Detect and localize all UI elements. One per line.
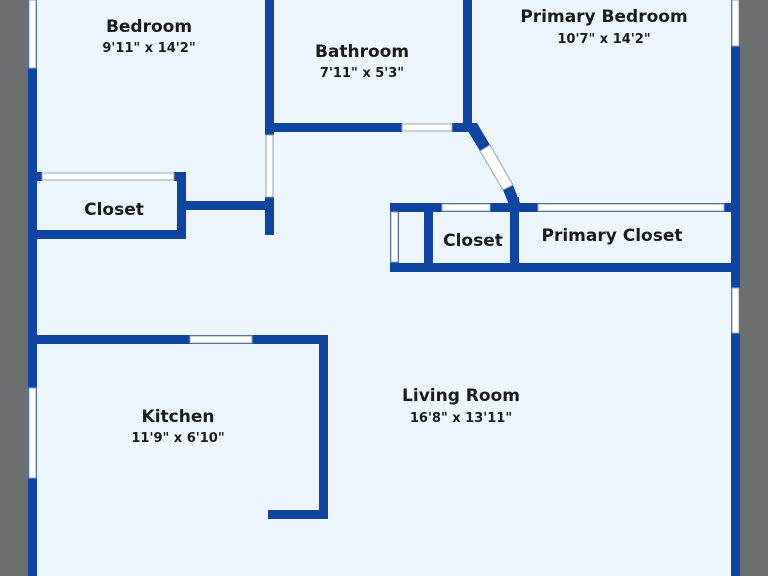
wall-bathroom-bottom-left xyxy=(265,123,402,132)
opening-kitchen-top xyxy=(189,335,253,344)
wall-bedroom-bathroom xyxy=(265,0,274,135)
kitchen-right-wall xyxy=(319,335,328,519)
wall-bathroom-primary xyxy=(463,0,472,132)
outer-wall-left xyxy=(28,0,37,576)
opening-primary-closet xyxy=(537,203,725,212)
opening-bedroom-side xyxy=(265,134,274,198)
closet-left-right-wall xyxy=(177,172,186,239)
kitchen-bottom-stub xyxy=(268,510,328,519)
closet-left-top-wall-left xyxy=(28,172,42,181)
opening-bathroom-bottom xyxy=(401,123,453,132)
room-name-closet-mid: Closet xyxy=(443,231,503,251)
room-dims-living-room: 16'8" x 13'11" xyxy=(410,411,512,426)
kitchen-top-wall xyxy=(28,335,328,344)
diagonal-wall-top xyxy=(463,123,490,151)
room-dims-bathroom: 7'11" x 5'3" xyxy=(320,66,404,81)
opening-closet-mid xyxy=(441,203,491,212)
room-name-bedroom: Bedroom xyxy=(106,17,192,37)
closet-left-to-hall-wall xyxy=(186,201,274,210)
windows xyxy=(28,0,740,479)
room-dims-kitchen: 11'9" x 6'10" xyxy=(131,431,224,446)
wall-bathroom-bottom-right xyxy=(452,123,472,132)
room-dims-bedroom: 9'11" x 14'2" xyxy=(102,41,195,56)
closet-mid-divider-right xyxy=(510,197,519,272)
opening-closet-left xyxy=(41,172,175,181)
wall-stub-hall xyxy=(265,197,274,235)
room-name-kitchen: Kitchen xyxy=(142,407,215,427)
window-outer-right-mid xyxy=(731,287,740,334)
opening-closets-right-left xyxy=(390,211,399,263)
closet-left-bottom-wall xyxy=(28,230,186,239)
closet-mid-divider-left xyxy=(424,203,433,272)
room-name-primary-bedroom: Primary Bedroom xyxy=(520,7,687,27)
closet-left-top-wall-right xyxy=(174,172,186,181)
door-diagonal xyxy=(479,144,514,191)
closets-right-bottom-wall xyxy=(390,263,740,272)
room-name-living-room: Living Room xyxy=(402,386,520,406)
window-outer-left-kitchen xyxy=(28,387,37,479)
window-outer-right-top xyxy=(731,0,740,47)
room-dims-primary-bedroom: 10'7" x 14'2" xyxy=(557,32,650,47)
room-name-bathroom: Bathroom xyxy=(315,42,409,62)
floor-area xyxy=(28,0,740,576)
room-name-closet-left: Closet xyxy=(84,200,144,220)
window-outer-left-top xyxy=(28,0,37,69)
diagonal-wall-bottom xyxy=(503,185,520,207)
room-name-primary-closet: Primary Closet xyxy=(542,226,683,246)
